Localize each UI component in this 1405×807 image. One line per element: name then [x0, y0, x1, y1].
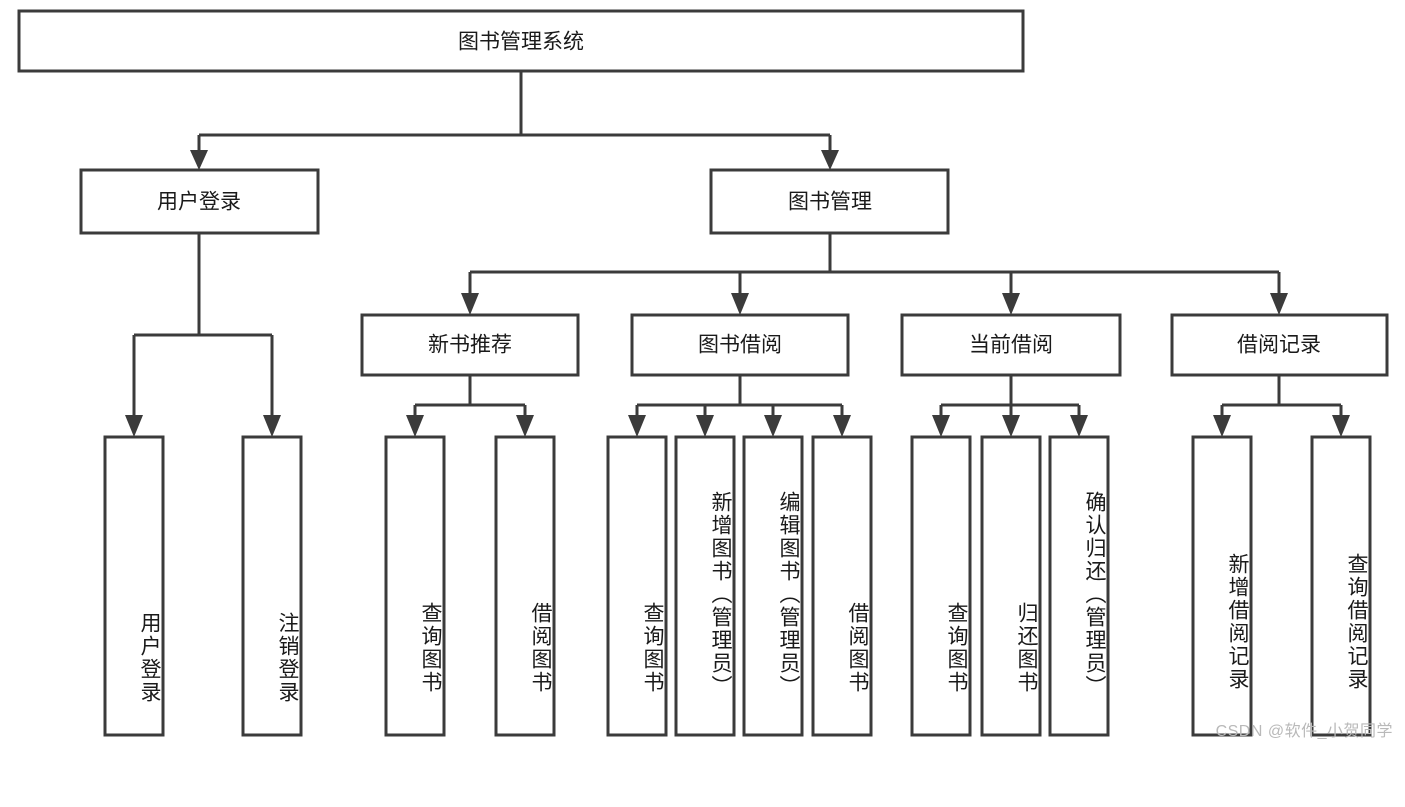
connector-bookborrow-to-leaves	[628, 375, 851, 437]
connector-userlogin-to-leaves	[125, 233, 281, 437]
node-borrow-record-label: 借阅记录	[1237, 334, 1321, 357]
connector-currentborrow-to-leaves	[932, 375, 1088, 437]
leaf-box-add-book[interactable]	[674, 435, 736, 737]
leaf-group-user-login	[103, 435, 303, 737]
connector-bookmgmt-to-level2	[461, 233, 1288, 315]
hierarchy-diagram-svg: 图书管理系统 用户登录 图书管理 新书推荐 图书借阅 当前借阅 借阅记录	[17, 9, 1389, 737]
diagram-canvas: 图书管理系统 用户登录 图书管理 新书推荐 图书借阅 当前借阅 借阅记录	[17, 9, 1393, 740]
leaf-box-query-book-1[interactable]	[384, 435, 446, 737]
node-new-book-recommend[interactable]: 新书推荐	[360, 313, 580, 377]
node-root[interactable]: 图书管理系统	[17, 9, 1025, 73]
node-book-borrow-label: 图书借阅	[698, 334, 782, 357]
leaf-box-add-record[interactable]	[1191, 435, 1253, 737]
leaf-group-new-book-recommend	[384, 435, 556, 737]
leaf-box-edit-book[interactable]	[742, 435, 804, 737]
connector-root-to-level1	[190, 71, 839, 170]
node-user-login-label: 用户登录	[157, 191, 241, 214]
node-book-management-label: 图书管理	[788, 191, 872, 214]
leaf-box-return-book[interactable]	[980, 435, 1042, 737]
connector-newbook-to-leaves	[406, 375, 534, 437]
node-book-borrow[interactable]: 图书借阅	[630, 313, 850, 377]
leaf-box-logout[interactable]	[241, 435, 303, 737]
node-user-login[interactable]: 用户登录	[79, 168, 320, 235]
connector-borrowrecord-to-leaves	[1213, 375, 1350, 437]
leaf-group-current-borrow	[910, 435, 1110, 737]
leaf-box-confirm-return[interactable]	[1048, 435, 1110, 737]
leaf-group-borrow-record	[1191, 435, 1372, 737]
csdn-watermark: CSDN @软件_小贺同学	[1215, 723, 1393, 740]
node-root-label: 图书管理系统	[458, 31, 584, 54]
leaf-box-borrow-book-1[interactable]	[494, 435, 556, 737]
leaf-box-query-book-2[interactable]	[606, 435, 668, 737]
node-new-book-recommend-label: 新书推荐	[428, 334, 512, 357]
leaf-box-user-login[interactable]	[103, 435, 165, 737]
leaf-box-query-record[interactable]	[1310, 435, 1372, 737]
leaf-box-borrow-book-2[interactable]	[811, 435, 873, 737]
leaf-group-book-borrow	[606, 435, 873, 737]
node-current-borrow-label: 当前借阅	[969, 334, 1053, 357]
node-current-borrow[interactable]: 当前借阅	[900, 313, 1122, 377]
leaf-box-query-book-3[interactable]	[910, 435, 972, 737]
node-book-management[interactable]: 图书管理	[709, 168, 950, 235]
node-borrow-record[interactable]: 借阅记录	[1170, 313, 1389, 377]
